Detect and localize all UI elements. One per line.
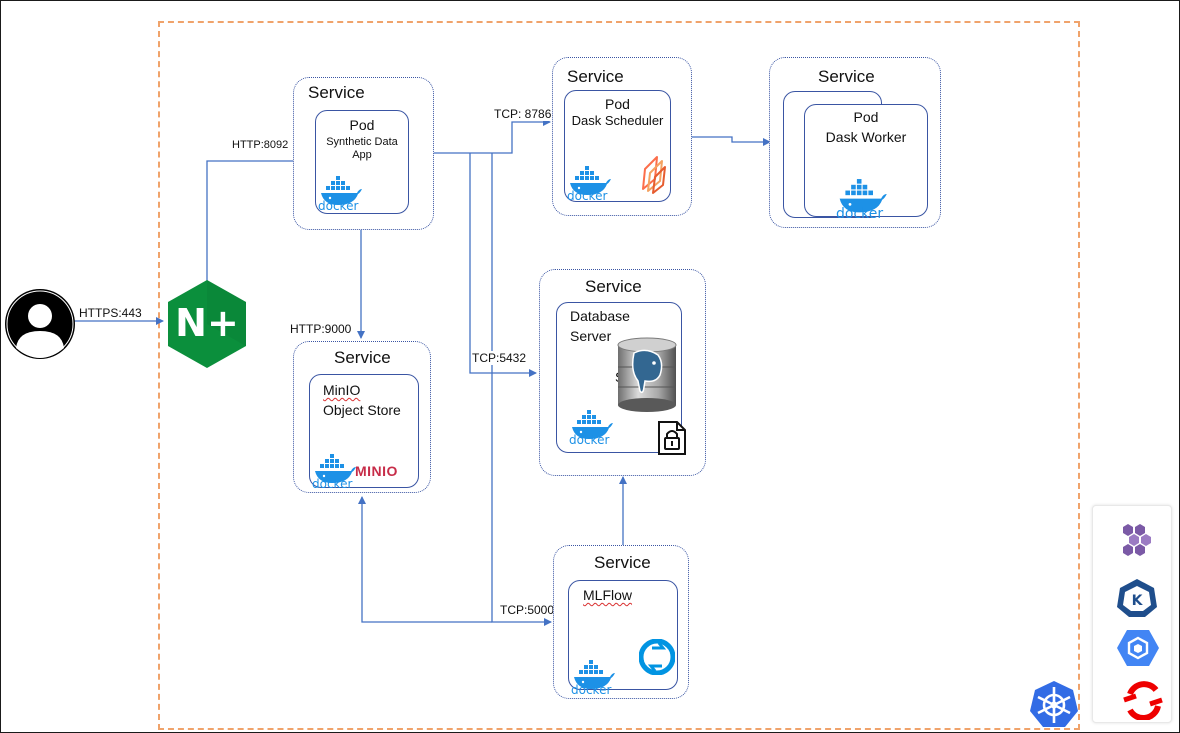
- label-http8092: HTTP:8092: [231, 139, 290, 151]
- service-synthetic-data: Service Pod Synthetic Data App docker: [293, 77, 434, 230]
- pod-name: Dask Worker: [825, 129, 907, 145]
- db-line2: Server: [570, 328, 612, 344]
- pod-name-line2: App: [352, 149, 372, 161]
- pod-name-line1: Synthetic Data: [326, 136, 398, 148]
- pod-synthetic-data: Pod Synthetic Data App docker: [315, 110, 409, 214]
- label-tcp5432: TCP:5432: [471, 351, 528, 365]
- openshift-icon: [1123, 681, 1163, 720]
- edge-synthetic-scheduler: [434, 118, 551, 154]
- docker-icon: docker: [312, 447, 356, 492]
- service-title: Service: [585, 277, 642, 296]
- kubeflow-icon: [1123, 524, 1151, 556]
- edge-scheduler-worker: [692, 136, 771, 146]
- db-line1: Database: [570, 308, 630, 324]
- docker-icon: docker: [571, 653, 615, 698]
- svg-text:K: K: [1132, 593, 1144, 609]
- dask-icon: [642, 156, 666, 194]
- docker-label: docker: [571, 683, 612, 697]
- docker-icon: docker: [318, 169, 362, 214]
- minio-line1: MinIO: [323, 382, 361, 398]
- postgresql-icon: [617, 337, 677, 412]
- docker-label: docker: [569, 433, 610, 447]
- label-tcp5000: TCP:5000: [499, 603, 556, 617]
- secret-lock-icon: [658, 421, 686, 455]
- docker-label: docker: [567, 189, 608, 203]
- docker-icon: docker: [567, 159, 611, 204]
- kubernetes-cluster-boundary: [158, 21, 1080, 730]
- docker-label: docker: [312, 477, 353, 491]
- docker-label: docker: [318, 199, 359, 213]
- edge-nginx-synthetic: [206, 157, 302, 281]
- label-tcp8786: TCP: 8786: [493, 107, 553, 121]
- service-title: Service: [334, 348, 391, 367]
- mlflow-icon: [639, 639, 675, 675]
- service-title: Service: [594, 553, 651, 572]
- kubernetes-icon: [1030, 681, 1078, 727]
- nginx-label: N+: [175, 301, 239, 345]
- knative-icon: K: [1117, 579, 1157, 617]
- docker-label: docker: [836, 206, 884, 222]
- service-title: Service: [308, 83, 365, 102]
- service-database: Service Database Server S docker: [539, 269, 706, 476]
- pod-dask-worker: Pod Dask Worker docker: [804, 104, 928, 222]
- mlflow-label: MLFlow: [583, 587, 633, 603]
- minio-line2: Object Store: [323, 402, 401, 418]
- service-dask-scheduler: Service Pod Dask Scheduler docker: [552, 57, 692, 216]
- gke-icon: [1117, 630, 1159, 666]
- service-minio: Service MinIO Object Store docker MINIO: [293, 341, 431, 493]
- edge-mlflow-minio: [358, 496, 492, 623]
- minio-logo: MINIO: [355, 463, 398, 479]
- service-title: Service: [567, 67, 624, 86]
- pod-minio: MinIO Object Store docker MINIO: [309, 374, 419, 491]
- service-dask-worker: Service Pod Dask Worker docker: [769, 57, 941, 228]
- platform-icons-panel: K: [1092, 505, 1172, 723]
- docker-icon: docker: [836, 171, 887, 222]
- pod-title: Pod: [605, 96, 630, 112]
- pod-mlflow: MLFlow docker: [568, 580, 678, 697]
- user-icon: [5, 289, 75, 359]
- pod-title: Pod: [853, 109, 879, 125]
- service-title: Service: [818, 67, 875, 86]
- nginx-plus-icon: N+: [166, 279, 248, 369]
- docker-icon: docker: [569, 403, 613, 448]
- label-https: HTTPS:443: [78, 306, 143, 320]
- pod-dask-scheduler: Pod Dask Scheduler docker: [564, 90, 671, 204]
- edge-synthetic-database: [469, 153, 537, 377]
- service-mlflow: Service MLFlow docker: [553, 545, 689, 699]
- pod-title: Pod: [349, 117, 375, 133]
- pod-name: Dask Scheduler: [571, 113, 664, 128]
- label-http9000: HTTP:9000: [289, 322, 353, 336]
